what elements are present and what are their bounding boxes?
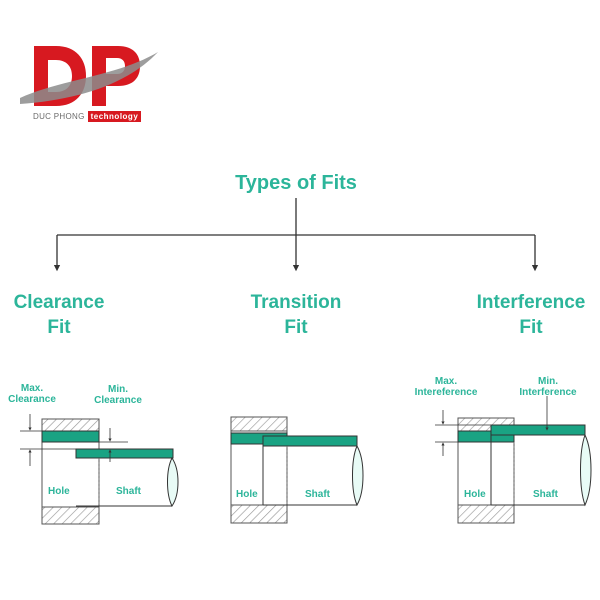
interference-shaft-label: Shaft	[533, 489, 558, 500]
interference-hole-bore	[457, 430, 515, 506]
clearance-fit-drawing	[20, 414, 179, 525]
transition-fit-drawing	[230, 416, 364, 524]
dp-logo	[20, 46, 158, 106]
clearance-shaft-outline	[76, 457, 172, 507]
transition-fit-title: Transition Fit	[211, 290, 381, 340]
interference-fit-drawing	[435, 396, 592, 524]
transition-shaft-label: Shaft	[305, 489, 330, 500]
clearance-shaft-break	[167, 457, 179, 507]
tree-connector	[53, 198, 539, 272]
interference-fit-title-line2: Fit	[519, 317, 543, 338]
transition-shaft-outline	[262, 436, 357, 506]
clearance-fit-title-line2: Fit	[47, 317, 71, 338]
transition-shaft-break	[352, 444, 364, 507]
transition-hole-label: Hole	[236, 489, 258, 500]
transition-shaft-band	[262, 435, 358, 447]
interference-shaft-band	[490, 424, 586, 436]
clearance-min-label: Min. Clearance	[94, 384, 142, 406]
interference-shaft-break	[580, 433, 592, 507]
interference-hole-band	[457, 430, 515, 443]
transition-fit-title-line2: Fit	[284, 317, 308, 338]
logo-tagline: technology	[87, 111, 142, 122]
clearance-hole-bore	[41, 430, 100, 508]
clearance-dimensions	[20, 414, 128, 466]
clearance-fit-title: Clearance Fit	[0, 290, 144, 340]
clearance-shaft-band	[75, 448, 174, 459]
transition-fit-title-line1: Transition	[250, 292, 342, 313]
logo-company: DUC PHONG	[33, 112, 85, 121]
clearance-hole-label: Hole	[48, 486, 70, 497]
clearance-max-label: Max. Clearance	[8, 383, 56, 405]
diagram-title: Types of Fits	[235, 172, 357, 194]
interference-fit-title: Interference Fit	[446, 290, 600, 340]
clearance-shaft-label: Shaft	[116, 486, 141, 497]
logo-wordmark: DUC PHONG technology	[33, 111, 142, 122]
interference-fit-title-line1: Interference	[476, 292, 586, 313]
interference-shaft-outline	[490, 425, 585, 506]
clearance-hole-band	[41, 430, 100, 443]
interference-min-label: Min. Interference	[519, 376, 577, 398]
clearance-fit-title-line1: Clearance	[13, 292, 105, 313]
interference-dimensions	[435, 396, 549, 456]
interference-max-label: Max. Intereference	[414, 376, 478, 398]
interference-hole-label: Hole	[464, 489, 486, 500]
